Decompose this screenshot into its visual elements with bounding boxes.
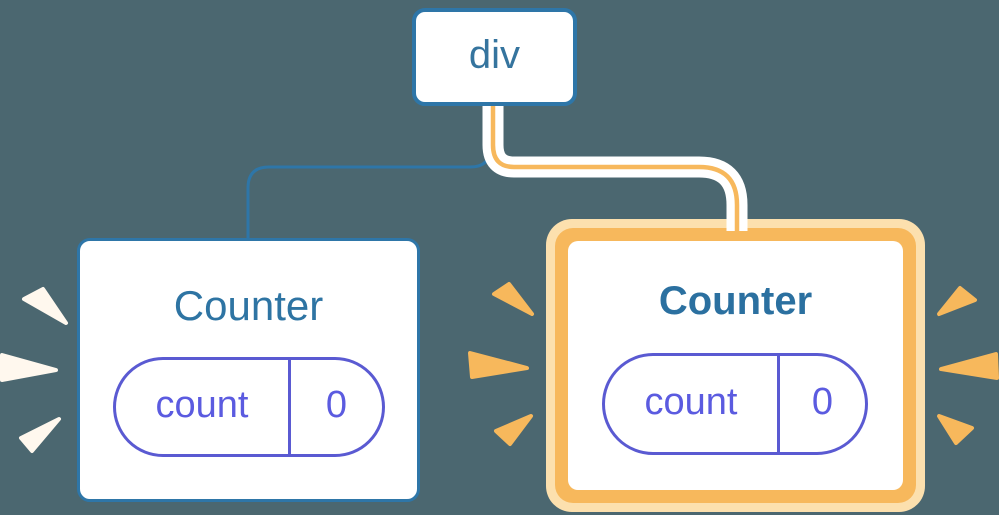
edge-right-icon [490, 106, 740, 233]
sparkle-ray [19, 417, 61, 453]
state-key-cell: count [116, 360, 291, 454]
sparkle-ray [937, 414, 974, 445]
state-value-label: 0 [811, 380, 834, 423]
state-key-label: count [155, 383, 249, 426]
root-div-node: div [412, 8, 577, 106]
counter-card-right-border: Counter count 0 [555, 228, 916, 503]
sparkle-ray [494, 414, 533, 446]
sparkle-ray [939, 352, 999, 380]
sparkle-burst-left-icon [0, 287, 68, 453]
sparkle-ray [0, 353, 58, 382]
counter-card-left: Counter count 0 [77, 238, 420, 502]
state-value-cell: 0 [291, 360, 382, 454]
state-pill: count 0 [602, 353, 868, 455]
state-key-label: count [644, 380, 738, 423]
root-div-label: div [468, 33, 521, 77]
state-key-cell: count [605, 356, 780, 452]
sparkle-burst-middle-icon [468, 282, 534, 446]
counter-card-right-glow: Counter count 0 [546, 219, 925, 512]
state-pill: count 0 [113, 357, 385, 457]
counter-card-right: Counter count 0 [568, 241, 903, 490]
sparkle-burst-right-icon [937, 286, 999, 445]
edge-left-icon [246, 106, 493, 240]
sparkle-ray [492, 282, 534, 316]
state-value-cell: 0 [780, 356, 865, 452]
sparkle-ray [937, 286, 977, 316]
edge-right-casing-icon [482, 106, 748, 231]
sparkle-ray [22, 287, 68, 325]
sparkle-ray [468, 351, 529, 379]
counter-title: Counter [658, 279, 813, 323]
counter-title: Counter [173, 282, 324, 329]
state-value-label: 0 [325, 383, 348, 426]
